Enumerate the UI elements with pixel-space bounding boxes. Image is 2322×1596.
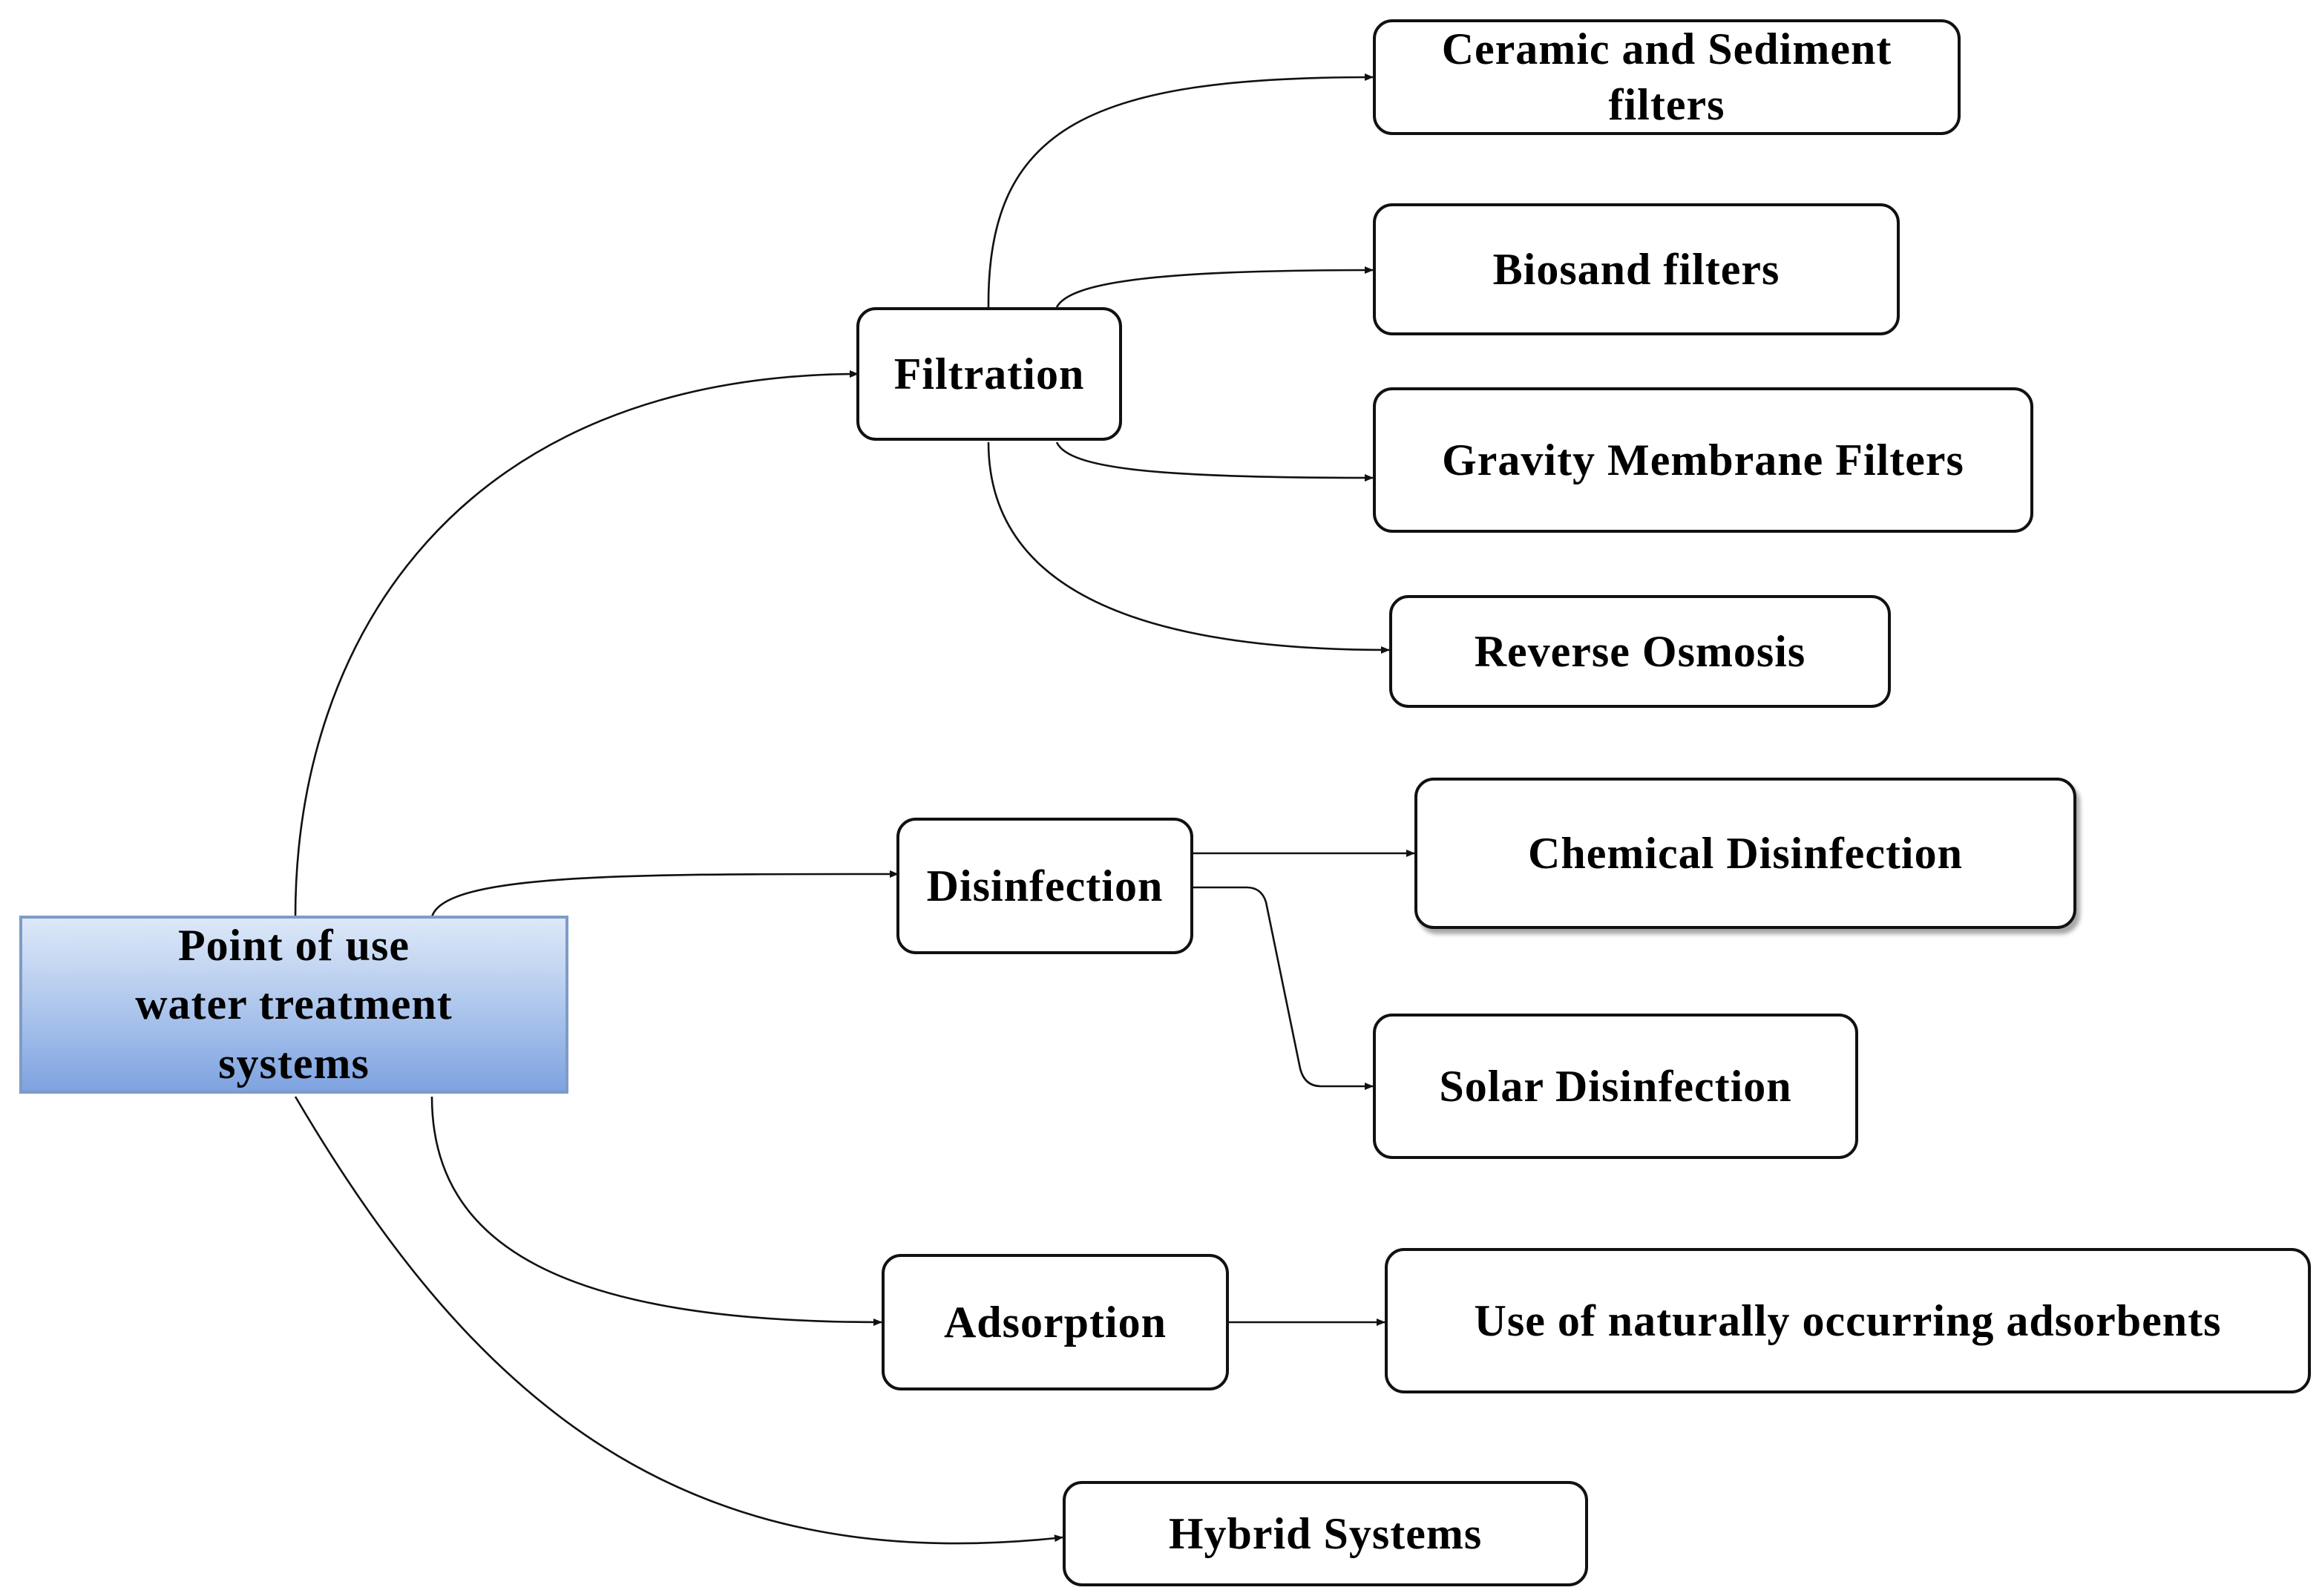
edge-root-filtration (294, 370, 859, 918)
method-biosand-filters: Biosand filters (1373, 203, 1900, 335)
edge-disinfection-solar (1193, 886, 1374, 1090)
category-hybrid-systems: Hybrid Systems (1063, 1481, 1588, 1586)
method-natural-adsorbents: Use of naturally occurring adsorbents (1385, 1248, 2311, 1393)
root-node-point-of-use: Point of use water treatment systems (19, 916, 568, 1094)
edge-root-adsorption (430, 1096, 882, 1326)
method-reverse-osmosis: Reverse Osmosis (1389, 595, 1891, 708)
category-filtration: Filtration (856, 307, 1122, 441)
edge-root-disinfection (430, 870, 899, 918)
category-adsorption: Adsorption (882, 1254, 1229, 1390)
edge-filtration-ceramic (987, 73, 1374, 308)
method-gravity-membrane-filters: Gravity Membrane Filters (1373, 387, 2033, 533)
edge-root-hybrid (294, 1096, 1063, 1545)
method-chemical-disinfection: Chemical Disinfection (1414, 778, 2076, 929)
edge-filtration-reverse-osmosis (987, 441, 1390, 654)
method-ceramic-sediment-filters: Ceramic and Sediment filters (1373, 19, 1961, 135)
method-solar-disinfection: Solar Disinfection (1373, 1014, 1858, 1159)
category-disinfection: Disinfection (896, 818, 1193, 954)
edge-filtration-biosand (1055, 266, 1374, 308)
edge-filtration-gravity (1055, 441, 1374, 482)
